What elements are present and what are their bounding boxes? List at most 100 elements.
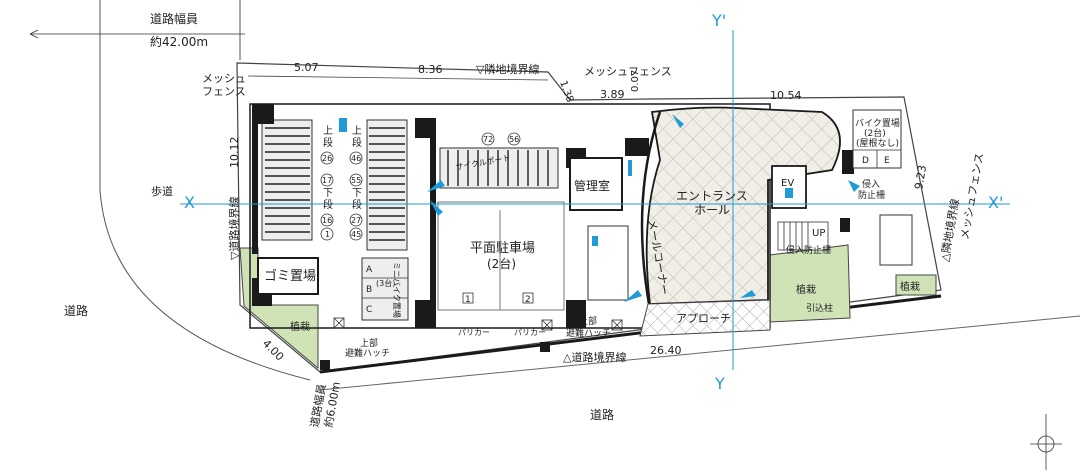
mini-bike-area — [361, 257, 409, 321]
parking-label-2: (2台) — [487, 256, 516, 271]
hatch-label-2: 避難ハッチ — [345, 347, 390, 359]
mesh-fence-left-2: フェンス — [202, 85, 246, 98]
circle-left-1: 26 — [322, 154, 332, 163]
bicycle-rack-left — [261, 119, 313, 241]
ev-label: EV — [781, 178, 794, 189]
lower-label-3: 下 — [352, 188, 362, 199]
intrusion-label-2: 防止柵 — [858, 189, 885, 201]
dim-138: 1.38 — [557, 79, 575, 104]
entry-arrow-icons — [339, 114, 860, 302]
up-label: UP — [812, 228, 825, 239]
mini-c: C — [366, 305, 372, 315]
parker-label-2: パリカー — [514, 328, 546, 337]
approach-area — [639, 299, 771, 337]
north-compass-icon — [1030, 414, 1062, 470]
parking-label-1: 平面駐車場 — [470, 241, 535, 256]
mesh-fence-right: メッシュフェンス — [958, 152, 986, 241]
dim-507: 5.07 — [294, 61, 319, 74]
dim-836: 8.36 — [418, 63, 443, 76]
bicycle-rack-top — [439, 147, 559, 189]
hatch-label-4: 避難ハッチ — [566, 327, 611, 339]
mini-label: ミニバイク置場 — [392, 262, 402, 318]
parking-no-1: 1 — [465, 295, 471, 305]
entrance-label-1: エントランス — [676, 189, 748, 203]
hatch-label-3: 上部 — [579, 315, 597, 327]
mini-a: A — [366, 265, 373, 275]
cycle-port-right — [879, 214, 913, 266]
circle-right-4: 45 — [351, 230, 361, 239]
bike-label-1: バイク置場 — [855, 117, 900, 129]
circle-left-2: 17 — [322, 176, 332, 185]
parking-no-2: 2 — [525, 295, 531, 305]
entrance-hall — [645, 106, 841, 305]
planting-center-label: 植栽 — [796, 283, 816, 296]
entrance-label-2: ホール — [694, 203, 730, 217]
circle-right-3: 27 — [351, 216, 361, 225]
mesh-fence-left-1: メッシュ — [202, 72, 246, 85]
upper-label-1: 上 — [323, 125, 333, 137]
dim-007: 0.07 — [630, 70, 641, 92]
upper-label-2: 段 — [323, 136, 333, 149]
lower-label-1: 下 — [323, 188, 333, 199]
circle-top-1: 72 — [483, 135, 493, 144]
road-bottom-curb — [319, 315, 1080, 391]
bike-label-3: (屋根なし) — [856, 137, 899, 149]
neighbor-boundary-top: ▽隣地境界線 — [476, 62, 539, 76]
lower-label-4: 段 — [352, 198, 362, 211]
planting-far-right-area — [895, 274, 937, 296]
dim-923: 9.23 — [912, 164, 929, 190]
dim-2640: 26.40 — [650, 344, 682, 357]
hatch-label-1: 上部 — [360, 337, 378, 349]
circle-left-4: 1 — [325, 230, 330, 239]
stairs — [777, 221, 829, 251]
intrusion-label-1: 侵入 — [862, 178, 880, 190]
mini-count: (3台) — [376, 278, 395, 288]
sidewalk-label: 歩道 — [151, 184, 173, 198]
road-curve-left — [99, 0, 311, 381]
road-bottom-label: 道路 — [590, 407, 614, 422]
approach-label: アプローチ — [676, 312, 731, 325]
dim-389: 3.89 — [600, 88, 625, 101]
lower-label-2: 段 — [323, 198, 333, 211]
road-left-label: 道路 — [64, 303, 88, 318]
elevator — [771, 165, 807, 209]
upper-label-3: 上 — [352, 125, 362, 137]
bike-e: E — [884, 156, 890, 166]
parker-label-1: パリカー — [458, 328, 490, 337]
bicycle-rack-middle — [366, 119, 408, 251]
circle-right-1: 46 — [351, 154, 361, 163]
road-boundary-left: ▽道路境界線 — [227, 197, 241, 260]
dim-1054: 10.54 — [770, 89, 802, 102]
garbage-label: ゴミ置場 — [264, 268, 316, 284]
upper-label-4: 段 — [352, 136, 362, 149]
management-label: 管理室 — [574, 178, 610, 193]
garbage-room — [257, 257, 319, 295]
circle-left-3: 16 — [322, 216, 332, 225]
pull-pole-label: 引込柱 — [806, 302, 833, 314]
planting-left-label: 植栽 — [290, 320, 310, 333]
mini-b: B — [366, 285, 372, 295]
mesh-fence-top-line — [247, 75, 549, 81]
building-outline — [249, 103, 771, 329]
mesh-fence-top: メッシュフェンス — [584, 65, 672, 78]
road-width-arrow-head — [29, 29, 39, 39]
bicycle-number-circles: 26 17 16 1 46 55 27 45 72 56 — [320, 132, 521, 241]
neighbor-boundary-right: △隣地境界線 — [937, 198, 962, 263]
bike-label-2: (2台) — [864, 127, 886, 139]
road-width-top-value: 約42.00m — [150, 34, 208, 49]
intrusion-bottom-label: 侵入防止柵 — [786, 244, 831, 256]
axis-x-label: X — [184, 193, 195, 212]
dim-1012: 10.12 — [228, 137, 241, 169]
planting-right-label: 植栽 — [900, 280, 920, 293]
entrance-curve-wall — [640, 111, 662, 311]
management-room — [569, 157, 623, 211]
circle-right-2: 55 — [351, 176, 361, 185]
axis-x-prime-label: X' — [988, 193, 1003, 212]
road-boundary-bottom: △道路境界線 — [563, 350, 626, 364]
parking-area — [437, 201, 565, 311]
axis-y-label: Y — [714, 374, 725, 393]
road-width-top-label: 道路幅員 — [150, 11, 198, 26]
hatch-markers — [333, 317, 623, 331]
axis-y-prime-label: Y' — [711, 11, 726, 30]
